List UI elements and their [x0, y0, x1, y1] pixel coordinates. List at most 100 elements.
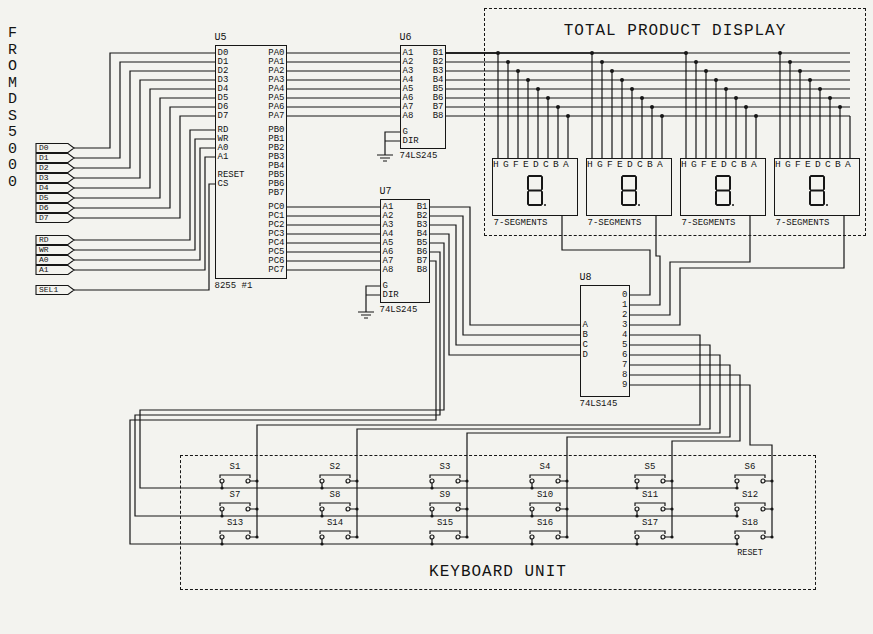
port-c-wire — [287, 216, 380, 270]
switch-label: S7 — [230, 490, 241, 500]
pin-name: A2 — [383, 211, 394, 221]
seven-segment-box: HGFEDCBA7-SEGMENTS — [774, 158, 860, 216]
control-wire — [74, 130, 215, 290]
signal-tag-text: A1 — [39, 265, 49, 275]
junction-dot — [640, 96, 644, 100]
signal-tags — [36, 144, 74, 295]
junction-dot — [694, 60, 698, 64]
pin-name: A1 — [218, 152, 229, 162]
pin-name: PC1 — [268, 211, 284, 221]
switch-symbol — [320, 531, 359, 546]
signal-tag-text: D4 — [39, 183, 49, 193]
ic-8255-box: U5D0D1D2D3D4D5D6D7RDWRA0A1RESETCSPA0PA1P… — [215, 45, 287, 279]
pin-name: D4 — [218, 84, 229, 94]
pin-name: PC2 — [268, 220, 284, 230]
wire-connector — [446, 53, 592, 158]
switch-label: S14 — [327, 518, 343, 528]
source-note: FROM DS5000 — [5, 26, 20, 191]
junction-dot — [650, 105, 654, 109]
pin-name: A5 — [383, 238, 394, 248]
pin-name: PC0 — [268, 202, 284, 212]
pin-name: A6 — [383, 247, 394, 257]
pin-name: D0 — [218, 48, 229, 58]
pin-name: B1 — [417, 202, 428, 212]
switch-label: S2 — [330, 462, 341, 472]
pin-name: RESET — [218, 170, 245, 180]
part-number: 8255 #1 — [215, 281, 253, 291]
part-reference: U6 — [400, 32, 412, 44]
pin-name: D — [583, 350, 588, 360]
pin-name: 9 — [622, 380, 627, 390]
junction-dot — [704, 69, 708, 73]
seven-segment-glyph — [528, 176, 546, 206]
junction-dot — [798, 69, 802, 73]
pin-name: B4 — [433, 75, 444, 85]
box-text: HGFEDCBA — [587, 160, 667, 170]
switch-symbol — [635, 503, 674, 518]
signal-tag-text: WR — [39, 245, 49, 255]
pin-name: 7 — [622, 360, 627, 370]
pin-name: PC6 — [268, 256, 284, 266]
seven-segment-glyph — [810, 176, 828, 206]
segment-drop — [508, 62, 850, 158]
signal-tag-text: A0 — [39, 255, 49, 265]
pin-name: 5 — [622, 340, 627, 350]
pin-name: D1 — [218, 57, 229, 67]
pin-name: A7 — [383, 256, 394, 266]
signal-tag-text: D6 — [39, 203, 49, 213]
port-a-wire — [287, 62, 400, 116]
wire-connector — [630, 216, 660, 305]
pin-name: B — [583, 330, 588, 340]
pin-name: PB0 — [268, 125, 284, 135]
switch-label: S17 — [642, 518, 658, 528]
pin-name: G — [403, 127, 408, 137]
decoder-select-wire — [430, 216, 580, 355]
junction-dot — [610, 69, 614, 73]
junction-dot — [734, 96, 738, 100]
switch-symbol — [735, 503, 774, 518]
switch-label: S4 — [540, 462, 551, 472]
signal-tag — [36, 144, 74, 295]
switch-symbol — [430, 475, 469, 490]
box-text: 7-SEGMENTS — [588, 218, 642, 228]
wire-connector — [630, 216, 750, 315]
pin-name: 1 — [622, 300, 627, 310]
pin-name: B5 — [433, 84, 444, 94]
pin-name: G — [383, 281, 388, 291]
switch-note: RESET — [737, 548, 763, 558]
pin-name: B5 — [417, 238, 428, 248]
part-number: 74LS245 — [400, 151, 438, 161]
seven-segment-box: HGFEDCBA7-SEGMENTS — [492, 158, 578, 216]
junction-dot — [620, 78, 624, 82]
switch-symbol — [320, 475, 359, 490]
wire-connector — [446, 53, 686, 158]
part-reference: U5 — [215, 32, 227, 44]
data-bus-wire — [74, 53, 215, 218]
junction-dot — [724, 87, 728, 91]
junction-dot — [714, 78, 718, 82]
decoder-ic-box: U8ABCD012345678974LS145 — [580, 285, 630, 397]
junction-dot — [516, 69, 520, 73]
signal-tag-text: D5 — [39, 193, 49, 203]
junction-dot — [828, 96, 832, 100]
junction-dot — [526, 78, 530, 82]
pin-name: A8 — [383, 265, 394, 275]
box-text: TOTAL PRODUCT DISPLAY — [564, 22, 787, 41]
pin-name: PA4 — [268, 84, 284, 94]
pin-name: A5 — [403, 84, 414, 94]
switch-symbol — [220, 503, 259, 518]
pin-name: PB3 — [268, 152, 284, 162]
junction-dot — [566, 114, 570, 118]
pin-name: PC7 — [268, 265, 284, 275]
pin-name: RD — [218, 125, 229, 135]
pin-name: PA7 — [268, 111, 284, 121]
pin-name: PB5 — [268, 170, 284, 180]
part-reference: U8 — [580, 272, 592, 284]
seven-segment-glyphs — [528, 176, 828, 206]
display-panel: TOTAL PRODUCT DISPLAYHGFEDCBA7-SEGMENTSH… — [484, 8, 866, 236]
pin-name: 6 — [622, 350, 627, 360]
signal-tag-text: D3 — [39, 173, 49, 183]
pin-name: A3 — [403, 66, 414, 76]
switch-label: S18 — [742, 518, 758, 528]
pin-name: A4 — [403, 75, 414, 85]
